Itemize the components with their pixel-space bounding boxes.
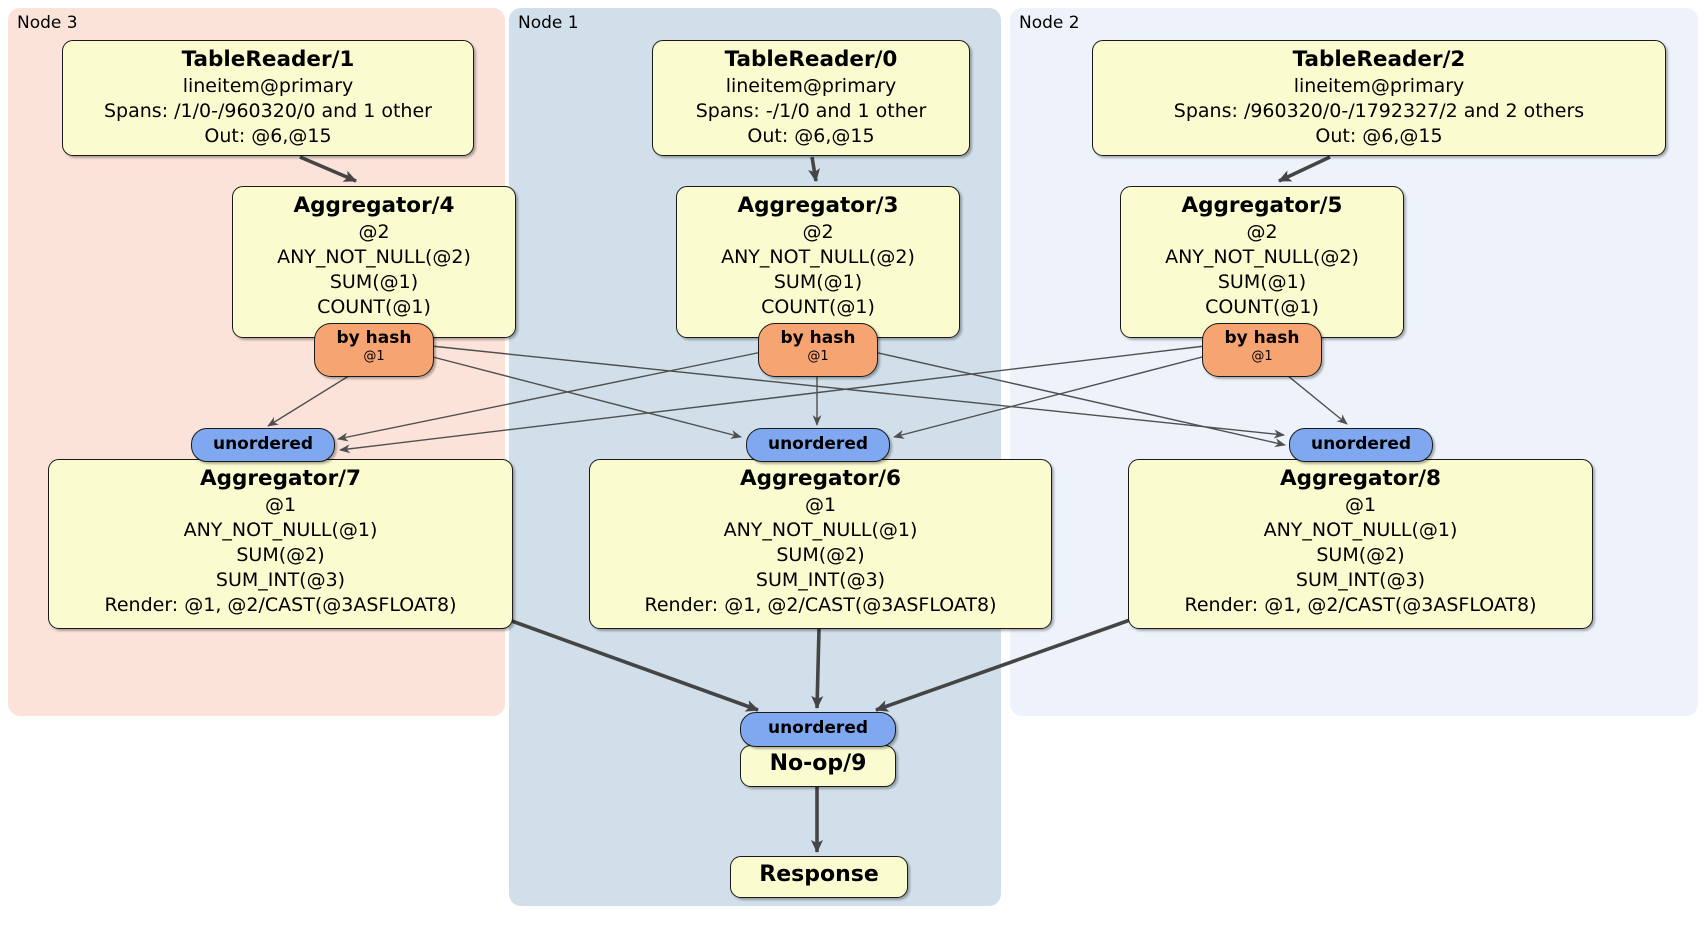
processor-aggregator-7: Aggregator/7 @1 ANY_NOT_NULL(@1) SUM(@2)… — [48, 459, 513, 629]
processor-detail: COUNT(@1) — [761, 296, 875, 318]
processor-title: Aggregator/3 — [737, 193, 899, 218]
node1-group-label: Node 1 — [518, 13, 579, 33]
processor-detail: SUM(@2) — [236, 544, 325, 566]
processor-title: TableReader/1 — [181, 47, 355, 72]
processor-detail: ANY_NOT_NULL(@1) — [1263, 519, 1458, 541]
processor-detail: SUM_INT(@3) — [1295, 569, 1426, 591]
processor-detail: SUM(@1) — [773, 271, 863, 293]
processor-detail: Out: @6,@15 — [747, 125, 875, 147]
router-label: by hash — [780, 328, 856, 348]
router-label: by hash — [336, 328, 412, 348]
processor-detail: SUM(@1) — [1217, 271, 1307, 293]
processor-detail: Spans: /1/0-/960320/0 and 1 other — [104, 100, 432, 122]
response-node: Response — [730, 856, 908, 898]
router-by-hash-agg3: by hash @1 — [758, 323, 878, 377]
processor-title: Aggregator/5 — [1181, 193, 1343, 218]
processor-detail: ANY_NOT_NULL(@2) — [721, 246, 915, 268]
processor-title: Response — [759, 862, 879, 887]
processor-aggregator-4: Aggregator/4 @2 ANY_NOT_NULL(@2) SUM(@1)… — [232, 186, 516, 338]
processor-detail: Out: @6,@15 — [204, 125, 332, 147]
processor-detail: lineitem@primary — [725, 75, 897, 97]
sync-unordered-agg6: unordered — [746, 428, 890, 462]
processor-detail: Render: @1, @2/CAST(@3ASFLOAT8) — [1184, 594, 1537, 616]
sync-unordered-agg8: unordered — [1289, 428, 1433, 462]
processor-tablereader-2: TableReader/2 lineitem@primary Spans: /9… — [1092, 40, 1666, 156]
processor-detail: SUM(@2) — [776, 544, 865, 566]
processor-detail: Render: @1, @2/CAST(@3ASFLOAT8) — [644, 594, 997, 616]
processor-detail: Spans: -/1/0 and 1 other — [695, 100, 927, 122]
router-key: @1 — [363, 349, 385, 364]
processor-aggregator-5: Aggregator/5 @2 ANY_NOT_NULL(@2) SUM(@1)… — [1120, 186, 1404, 338]
processor-title: TableReader/2 — [1292, 47, 1466, 72]
processor-detail: COUNT(@1) — [317, 296, 431, 318]
sync-unordered-agg7: unordered — [191, 428, 335, 462]
node2-group-label: Node 2 — [1019, 13, 1080, 33]
processor-detail: ANY_NOT_NULL(@2) — [277, 246, 471, 268]
processor-aggregator-6: Aggregator/6 @1 ANY_NOT_NULL(@1) SUM(@2)… — [589, 459, 1052, 629]
processor-detail: SUM(@2) — [1316, 544, 1405, 566]
processor-detail: ANY_NOT_NULL(@1) — [183, 519, 378, 541]
processor-detail: Spans: /960320/0-/1792327/2 and 2 others — [1173, 100, 1585, 122]
processor-detail: @1 — [264, 494, 297, 516]
processor-title: Aggregator/7 — [200, 466, 361, 491]
router-by-hash-agg5: by hash @1 — [1202, 323, 1322, 377]
processor-detail: lineitem@primary — [182, 75, 354, 97]
router-label: by hash — [1224, 328, 1300, 348]
processor-title: Aggregator/8 — [1280, 466, 1441, 491]
processor-title: TableReader/0 — [724, 47, 898, 72]
processor-detail: lineitem@primary — [1293, 75, 1465, 97]
processor-detail: @1 — [804, 494, 837, 516]
processor-detail: SUM_INT(@3) — [215, 569, 346, 591]
processor-detail: @2 — [358, 221, 390, 243]
processor-title: Aggregator/4 — [293, 193, 455, 218]
processor-detail: ANY_NOT_NULL(@2) — [1165, 246, 1359, 268]
processor-detail: SUM_INT(@3) — [755, 569, 886, 591]
sync-label: unordered — [767, 434, 869, 454]
processor-title: No-op/9 — [769, 751, 867, 776]
processor-detail: @2 — [1246, 221, 1278, 243]
processor-detail: @2 — [802, 221, 834, 243]
router-key: @1 — [807, 349, 829, 364]
router-key: @1 — [1251, 349, 1273, 364]
router-by-hash-agg4: by hash @1 — [314, 323, 434, 377]
processor-detail: @1 — [1344, 494, 1377, 516]
processor-aggregator-8: Aggregator/8 @1 ANY_NOT_NULL(@1) SUM(@2)… — [1128, 459, 1593, 629]
processor-detail: Render: @1, @2/CAST(@3ASFLOAT8) — [104, 594, 457, 616]
processor-detail: COUNT(@1) — [1205, 296, 1319, 318]
sync-label: unordered — [767, 718, 869, 738]
sync-label: unordered — [212, 434, 314, 454]
processor-title: Aggregator/6 — [740, 466, 901, 491]
processor-tablereader-1: TableReader/1 lineitem@primary Spans: /1… — [62, 40, 474, 156]
sync-unordered-noop: unordered — [740, 712, 896, 747]
node3-group-label: Node 3 — [17, 13, 78, 33]
processor-noop-9: No-op/9 — [740, 745, 896, 787]
processor-detail: Out: @6,@15 — [1315, 125, 1443, 147]
processor-detail: ANY_NOT_NULL(@1) — [723, 519, 918, 541]
processor-detail: SUM(@1) — [329, 271, 419, 293]
sync-label: unordered — [1310, 434, 1412, 454]
processor-tablereader-0: TableReader/0 lineitem@primary Spans: -/… — [652, 40, 970, 156]
processor-aggregator-3: Aggregator/3 @2 ANY_NOT_NULL(@2) SUM(@1)… — [676, 186, 960, 338]
